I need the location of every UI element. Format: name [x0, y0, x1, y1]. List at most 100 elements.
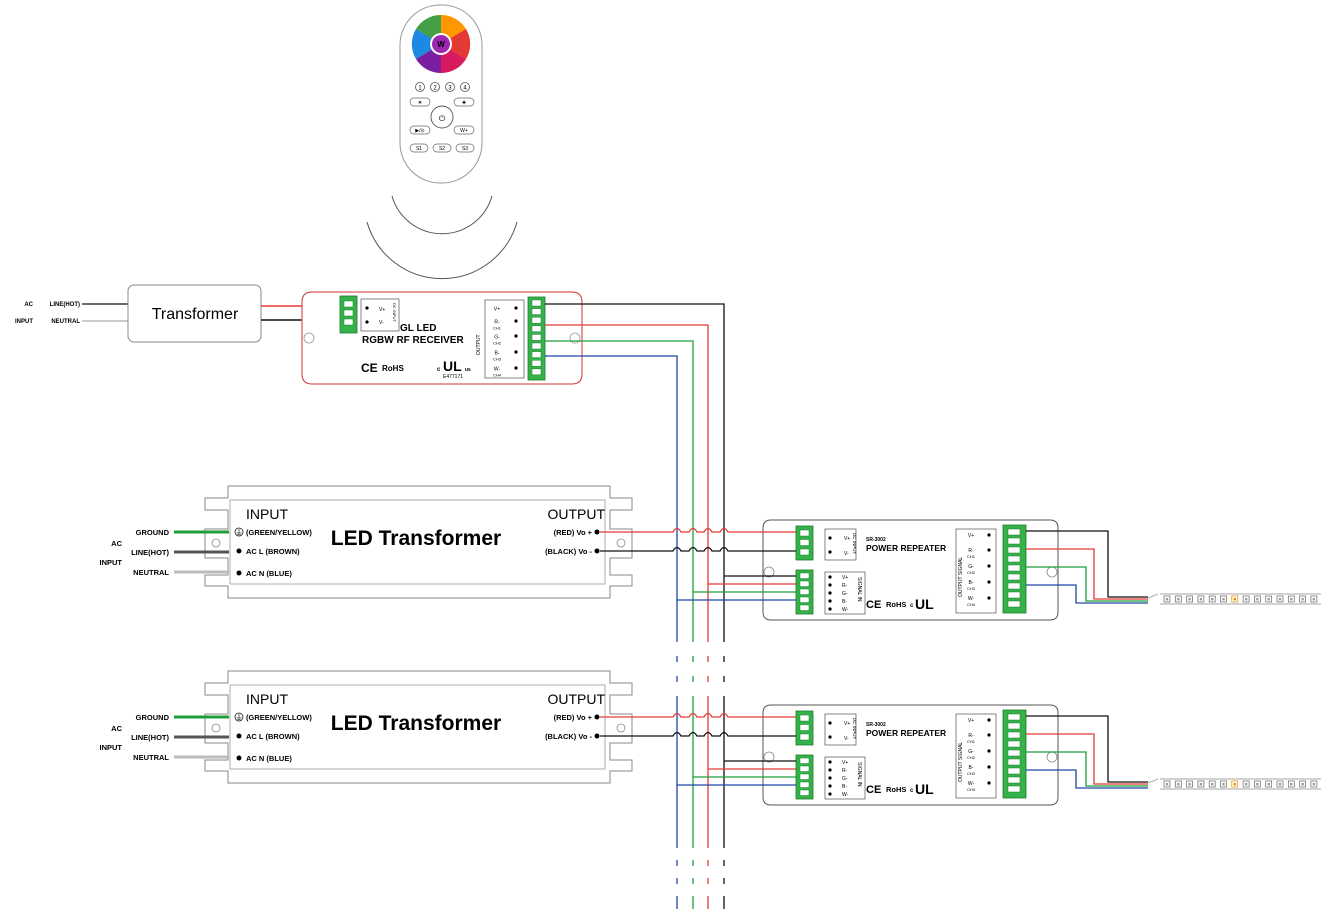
- receiver-input-terminal: [339, 295, 358, 334]
- signal-pin: R-: [842, 583, 848, 589]
- led-strip-2: [1160, 778, 1321, 790]
- receiver-output-pin: R-: [494, 320, 500, 326]
- receiver-vplus-pin: V+: [379, 307, 385, 313]
- receiver-pin-dot: [514, 366, 518, 370]
- repeater-title: POWER REPEATER: [866, 543, 946, 553]
- ul-c-mark: c: [910, 788, 914, 794]
- scene-2-button: S2: [439, 146, 445, 152]
- led2-neutral-pin: AC N (BLUE): [246, 754, 292, 763]
- brightness-down-button: ✶: [417, 100, 422, 107]
- zone-4-button: 4: [463, 86, 467, 92]
- led2-output-title: OUTPUT: [547, 691, 605, 707]
- ce-mark-icon: CE: [361, 361, 378, 375]
- led2-line-pin: AC L (BROWN): [246, 732, 300, 741]
- input-label: INPUT: [15, 319, 33, 325]
- terminal-slot: [531, 299, 542, 307]
- ul-mark-icon: c UL us E477171: [437, 358, 471, 380]
- zone-2-button: 2: [433, 86, 437, 92]
- repeater-output-pin: CH3: [967, 586, 976, 591]
- led2-ground-pin: (GREEN/YELLOW): [246, 713, 312, 722]
- led2-name: LED Transformer: [331, 712, 501, 735]
- ul-c-mark: c: [910, 603, 914, 609]
- receiver-output-pin: CH4: [493, 373, 502, 378]
- scene-1-button: S1: [416, 146, 422, 152]
- receiver-title-1: GL LED: [400, 323, 436, 334]
- repeater-output-pin: G-: [968, 564, 974, 570]
- repeater-output-pin: CH2: [967, 570, 976, 575]
- repeater-model: SR-3002: [866, 722, 886, 728]
- rf-receiver: V+ V- DC INPUT GL LED RGBW RF RECEIVER C…: [301, 291, 583, 385]
- signal-pin: V+: [842, 760, 848, 766]
- ce-mark-icon: CE: [866, 784, 881, 796]
- signal-pin: G-: [842, 776, 848, 782]
- led2-out-plus: (RED) Vo +: [554, 713, 593, 722]
- ul-mark-icon: UL: [915, 781, 934, 797]
- bus-dash-masks: [675, 642, 726, 896]
- zone-3-button: 3: [448, 86, 452, 92]
- receiver-output-label: OUTPUT: [476, 334, 482, 355]
- repeater-signal-label: SIGNAL IN: [856, 577, 862, 602]
- svg-text:c: c: [437, 367, 441, 373]
- terminal-slot: [531, 308, 542, 315]
- repeater-dc-input-label: DC INPUT: [852, 718, 857, 740]
- receiver-output-pin: CH3: [493, 357, 502, 362]
- signal-pin: V+: [842, 575, 848, 581]
- led2-out-minus: (BLACK) Vo -: [545, 732, 592, 741]
- white-up-button: W+: [460, 128, 468, 134]
- repeater-2-wires: [600, 712, 1159, 789]
- led1-out-plus: (RED) Vo +: [554, 528, 593, 537]
- power-button: ⏻: [439, 114, 446, 123]
- transformer-box: Transformer: [127, 284, 262, 343]
- zone-buttons: 1 2 3 4: [415, 82, 470, 92]
- repeater-output-pin: W-: [968, 596, 975, 602]
- receiver-output-pin: CH2: [493, 341, 502, 346]
- receiver-title-2: RGBW RF RECEIVER: [362, 335, 464, 346]
- repeater-output-label: OUTPUT SIGNAL: [958, 742, 964, 782]
- receiver-dc-input-label: DC INPUT: [392, 303, 397, 322]
- repeater-output-pin: CH2: [967, 755, 976, 760]
- terminal-slot: [531, 342, 542, 350]
- receiver-pin-dot: [514, 334, 518, 338]
- transformer-label: Transformer: [152, 306, 239, 323]
- led1-ac-label: AC: [111, 539, 122, 548]
- signal-pin: R-: [842, 768, 848, 774]
- led1-output-title: OUTPUT: [547, 506, 605, 522]
- repeater-output-pin: B-: [969, 580, 974, 586]
- led2-ac-input: AC INPUT GROUND LINE(HOT) NEUTRAL: [100, 713, 229, 762]
- signal-pin: G-: [842, 591, 848, 597]
- led1-neutral-label: NEUTRAL: [133, 568, 169, 577]
- led2-ground-label: GROUND: [136, 713, 170, 722]
- repeater-dc-vplus: V+: [844, 536, 850, 542]
- led1-out-minus: (BLACK) Vo -: [545, 547, 592, 556]
- led2-ac-label: AC: [111, 724, 122, 733]
- repeater-1-wires: [600, 527, 1159, 604]
- wheel-label: W: [437, 40, 445, 49]
- receiver-pin-dot: [514, 306, 518, 310]
- led1-ground-pin: (GREEN/YELLOW): [246, 528, 312, 537]
- signal-pin: W-: [842, 792, 849, 798]
- led1-input-title: INPUT: [246, 506, 288, 522]
- receiver-output-pin: CH1: [493, 326, 502, 331]
- repeater-output-pin: B-: [969, 765, 974, 771]
- receiver-output-pin: W-: [494, 367, 501, 373]
- led-strip-1: [1160, 593, 1321, 605]
- repeater-output-pin: CH1: [967, 554, 976, 559]
- rohs-mark-icon: RoHS: [886, 600, 906, 609]
- top-ac-input: AC INPUT LINE(HOT) NEUTRAL: [15, 302, 128, 325]
- ground-icon: [234, 527, 244, 537]
- led1-line-label: LINE(HOT): [131, 548, 169, 557]
- play-mode-button: ▶/⊙: [415, 128, 424, 134]
- led2-input-title: INPUT: [246, 691, 288, 707]
- signal-pin: W-: [842, 607, 849, 613]
- signal-pin: B-: [842, 784, 847, 790]
- repeater-layer: V+ V- DC INPUT SR-3002 POWER REPEATER V+ R- G- B…: [600, 519, 1159, 806]
- repeater-output-label: OUTPUT SIGNAL: [958, 557, 964, 597]
- rohs-mark-icon: RoHS: [886, 785, 906, 794]
- repeater-dc-vminus: V-: [844, 551, 849, 557]
- repeater-output-pin: V+: [968, 533, 974, 539]
- terminal-slot: [531, 368, 542, 376]
- repeater-output-pin: R-: [968, 548, 974, 554]
- color-wheel: W: [411, 14, 471, 74]
